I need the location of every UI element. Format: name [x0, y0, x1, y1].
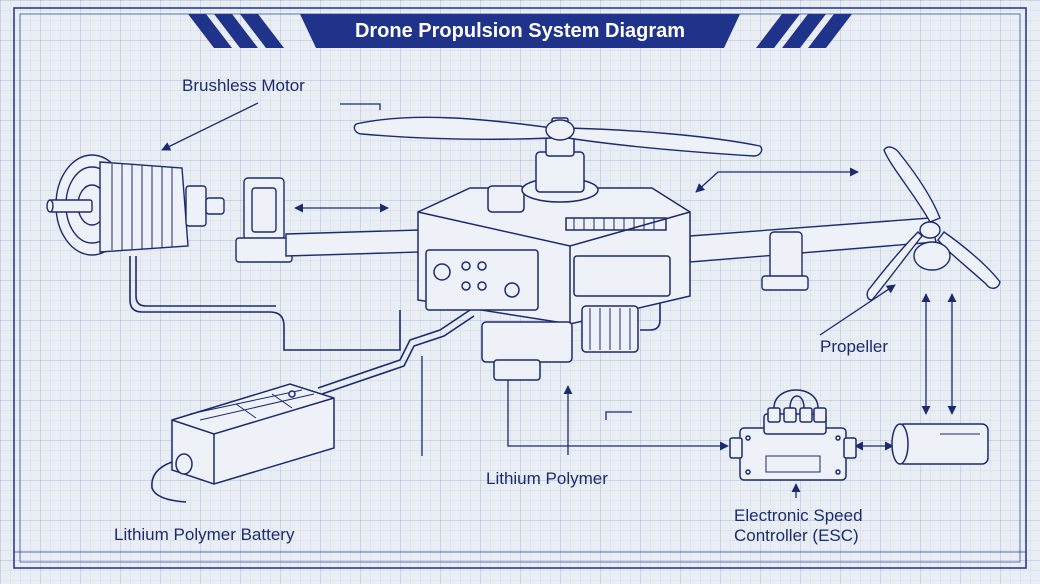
title-banner: [188, 14, 852, 48]
diagram-title: Drone Propulsion System Diagram: [354, 20, 686, 42]
label-lithium-polymer-battery: Lithium Polymer Battery: [114, 525, 295, 544]
leader-lines: [161, 102, 957, 498]
esc-drawing: [729, 389, 857, 481]
motor-mount-bracket: [235, 177, 293, 263]
label-esc-line1: Electronic Speed: [734, 506, 863, 525]
top-propeller-blades: [353, 116, 763, 157]
label-lithium-polymer: Lithium Polymer: [486, 469, 608, 488]
right-motor-mount: [761, 231, 809, 291]
label-brushless-motor: Brushless Motor: [182, 76, 305, 95]
brushless-motor-drawing: [46, 154, 225, 256]
capacitor-drawing: [891, 423, 989, 465]
label-esc-line2: Controller (ESC): [734, 526, 859, 545]
label-propeller: Propeller: [820, 337, 889, 356]
battery-drawing: [171, 383, 335, 485]
propeller-drawing: [866, 146, 1001, 301]
drone-body: [417, 117, 691, 381]
